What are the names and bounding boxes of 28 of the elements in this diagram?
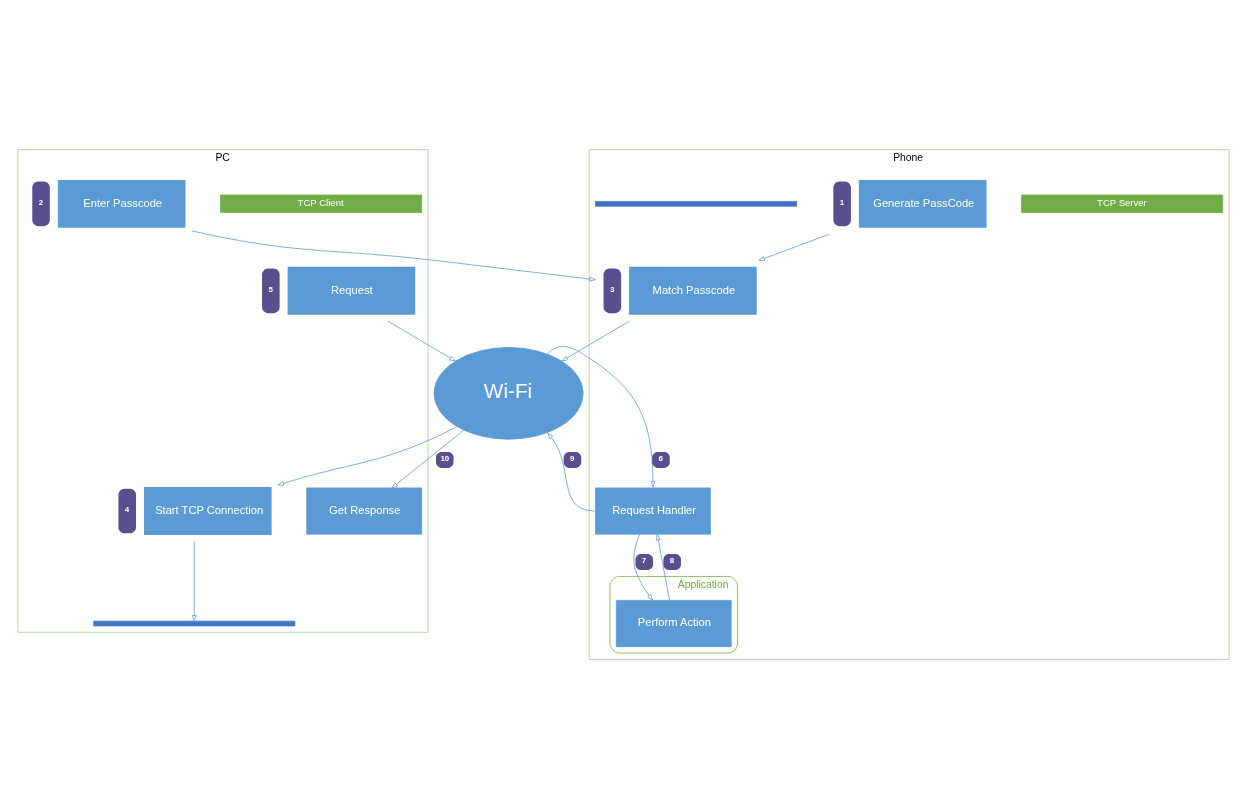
arrow <box>547 432 596 512</box>
arrow <box>277 426 458 486</box>
arrow <box>191 230 596 282</box>
edge-label: 9 <box>570 454 575 464</box>
arrow <box>191 541 197 622</box>
edge-label: 8 <box>669 556 675 566</box>
node-label: 1 <box>839 198 845 208</box>
node-box: Perform Action <box>615 600 732 648</box>
edge-label: 10 <box>440 454 450 464</box>
edge-label: 7 <box>641 556 647 566</box>
arrow <box>391 429 465 489</box>
edge-label: 6 <box>658 454 664 464</box>
node-label: 2 <box>38 198 44 208</box>
node-bar <box>595 201 798 207</box>
arrow <box>561 320 630 362</box>
arrow <box>655 533 670 601</box>
arrow <box>387 320 456 362</box>
arrow <box>547 346 656 488</box>
node-box: Request Handler <box>595 487 711 535</box>
node-bar <box>93 620 296 627</box>
node-box: TCP Client <box>220 194 423 213</box>
arrow <box>758 233 830 261</box>
arrow <box>633 533 653 601</box>
node-label: 3 <box>609 285 615 294</box>
node-box: TCP Server <box>1021 194 1224 213</box>
node-box: Get Response <box>306 487 423 535</box>
node-label: 5 <box>268 285 273 294</box>
node-label: 4 <box>124 505 130 515</box>
